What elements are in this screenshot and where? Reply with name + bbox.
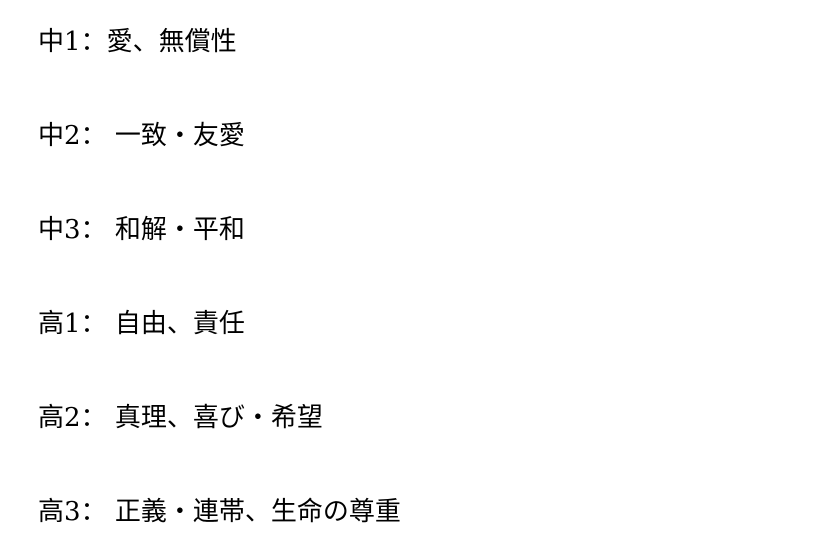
- separator: ：: [80, 121, 115, 151]
- values-text: 自由、責任: [114, 309, 245, 339]
- grade-label: 中1: [38, 27, 81, 57]
- list-item: 中2： 一致・友愛: [38, 121, 245, 151]
- list-item: 高2： 真理、喜び・希望: [38, 403, 323, 433]
- grade-label: 高3: [38, 497, 81, 527]
- separator: ：: [80, 27, 107, 57]
- values-text: 真理、喜び・希望: [114, 403, 323, 433]
- values-text: 和解・平和: [114, 215, 245, 245]
- values-text: 一致・友愛: [114, 121, 245, 151]
- separator: ：: [80, 497, 115, 527]
- grade-label: 高1: [38, 309, 81, 339]
- values-text: 正義・連帯、生命の尊重: [114, 497, 401, 527]
- grade-label: 中3: [38, 215, 81, 245]
- separator: ：: [80, 215, 115, 245]
- values-text: 愛、無償性: [106, 27, 237, 57]
- separator: ：: [80, 403, 115, 433]
- grade-label: 高2: [38, 403, 81, 433]
- list-item: 中3： 和解・平和: [38, 215, 245, 245]
- grade-label: 中2: [38, 121, 81, 151]
- separator: ：: [80, 309, 115, 339]
- list-item: 中1：愛、無償性: [38, 27, 237, 57]
- list-item: 高3： 正義・連帯、生命の尊重: [38, 497, 401, 527]
- list-item: 高1： 自由、責任: [38, 309, 245, 339]
